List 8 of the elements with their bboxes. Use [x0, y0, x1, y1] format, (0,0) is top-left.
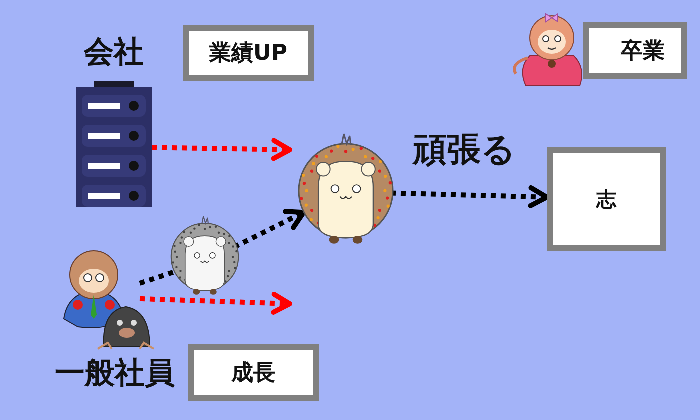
label-box: 卒業: [583, 22, 687, 79]
label-box: 成長: [188, 344, 319, 401]
caption-text: 一般社員: [54, 355, 176, 393]
label-box: 志: [547, 147, 666, 251]
arrow: [152, 138, 292, 162]
arrow: [140, 292, 292, 315]
label-box: 業績UP: [183, 25, 314, 81]
heading-text: 会社: [82, 34, 145, 72]
